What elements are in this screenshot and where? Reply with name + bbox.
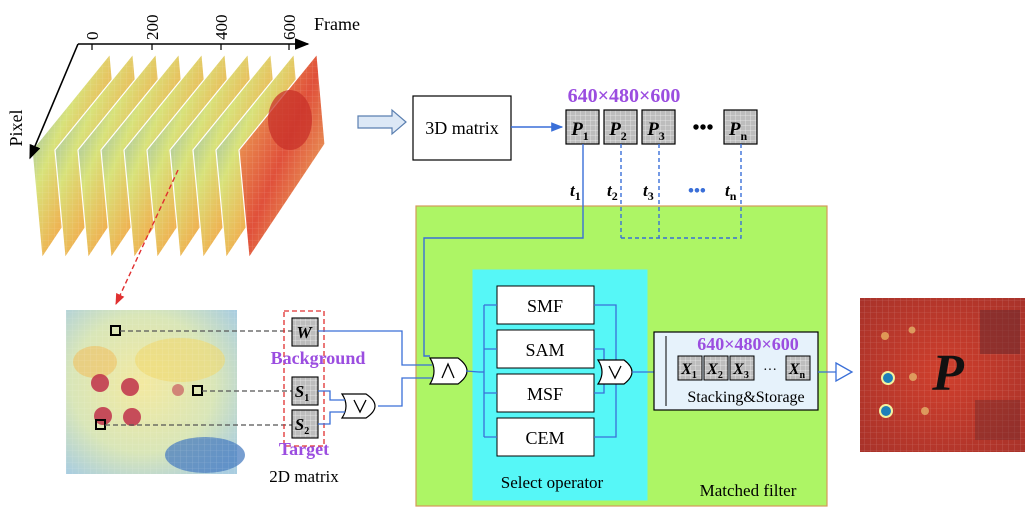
output-arrow (835, 361, 854, 383)
frame-hotspot (268, 90, 312, 150)
and-gate (428, 357, 468, 385)
matrix3d-box: 3D matrix (412, 95, 512, 161)
frame-tick-600: 600 (280, 15, 299, 41)
svg-text:MSF: MSF (527, 384, 563, 404)
slice-to-thumbnail-arrow (115, 169, 179, 306)
matrix2d-outline (283, 310, 325, 447)
or-gate-target (340, 393, 376, 419)
matrix3d-label: 3D matrix (425, 118, 499, 138)
x-cell-1: X1 (677, 355, 703, 381)
operator-sam: SAM (496, 329, 595, 369)
and-gate-output (465, 370, 480, 373)
x-cell-n: Xn (785, 355, 811, 381)
frame-axis: Frame Pixel 0 200 400 600 (6, 14, 360, 160)
operator-smf: SMF (496, 285, 595, 325)
time-label-1: t1 (570, 181, 581, 203)
result-image: P (860, 298, 1025, 452)
operator-boxes: SMF SAM MSF CEM (496, 285, 595, 457)
svg-text:X2: X2 (706, 361, 723, 381)
or-gate-operator (596, 359, 633, 385)
p-cell-2: P2 (603, 109, 638, 145)
p-cell-3: P3 (641, 109, 676, 145)
matrix3d-dims: 640×480×600 (568, 85, 681, 107)
frame-axis-label: Frame (314, 14, 360, 34)
svg-text:P2: P2 (608, 119, 627, 143)
time-ellipsis: ••• (688, 181, 706, 200)
x-cell-3: X3 (729, 355, 755, 381)
x-cells-ellipsis: ··· (763, 363, 777, 378)
svg-text:CEM: CEM (525, 428, 564, 448)
w-cell: W (291, 317, 319, 347)
svg-text:SMF: SMF (527, 296, 563, 316)
storage-label: Stacking&Storage (687, 389, 804, 406)
svg-text:SAM: SAM (525, 340, 564, 360)
frame-tick-200: 200 (143, 15, 162, 41)
p-to-filter-lines (423, 144, 742, 357)
select-operator-label: Select operator (501, 473, 604, 492)
stack-to-matrix-arrow (357, 108, 407, 136)
svg-text:X1: X1 (680, 361, 697, 381)
time-label-2: t2 (607, 181, 618, 203)
time-label-n: tn (725, 181, 737, 203)
time-label-3: t3 (643, 181, 654, 203)
storage-box: 640×480×600 X1 X2 X3 ··· Xn Stacking&Sto… (653, 331, 819, 411)
svg-text:X3: X3 (732, 361, 749, 381)
x-cell-2: X2 (703, 355, 729, 381)
s2-cell: S2 (291, 409, 319, 439)
p-cell-1: P1 (565, 109, 600, 145)
time-labels: t1 t2 t3 ••• tn (570, 181, 737, 203)
result-letter: P (931, 345, 965, 402)
p-cells-ellipsis: ••• (692, 117, 713, 139)
svg-text:P1: P1 (570, 119, 589, 143)
svg-text:P3: P3 (646, 119, 665, 143)
svg-text:S1: S1 (295, 382, 309, 404)
pixel-axis-label: Pixel (6, 109, 26, 146)
p-cell-n: Pn (723, 109, 758, 145)
thumbnail-to-cells-lines (105, 330, 292, 426)
frame-tick-0: 0 (83, 32, 102, 41)
target-label: Target (279, 439, 329, 459)
s1-cell: S1 (291, 376, 319, 406)
frame-thumbnail (66, 310, 245, 474)
svg-text:W: W (296, 323, 313, 342)
frame-tick-400: 400 (212, 15, 231, 41)
matrix2d-cells: W S1 S2 (291, 317, 319, 439)
operator-cem: CEM (496, 417, 595, 457)
frame-stack (31, 52, 326, 260)
p-cells: P1 P2 P3 ••• Pn (565, 109, 758, 145)
matrix2d-wiring (318, 330, 432, 425)
background-label: Background (271, 348, 366, 368)
svg-text:S2: S2 (295, 415, 309, 437)
storage-dims: 640×480×600 (697, 334, 799, 354)
svg-text:Pn: Pn (728, 119, 748, 143)
operator-msf: MSF (496, 373, 595, 413)
svg-text:Xn: Xn (788, 361, 806, 381)
matched-filter-label: Matched filter (700, 481, 797, 500)
matrix2d-caption: 2D matrix (269, 467, 339, 486)
